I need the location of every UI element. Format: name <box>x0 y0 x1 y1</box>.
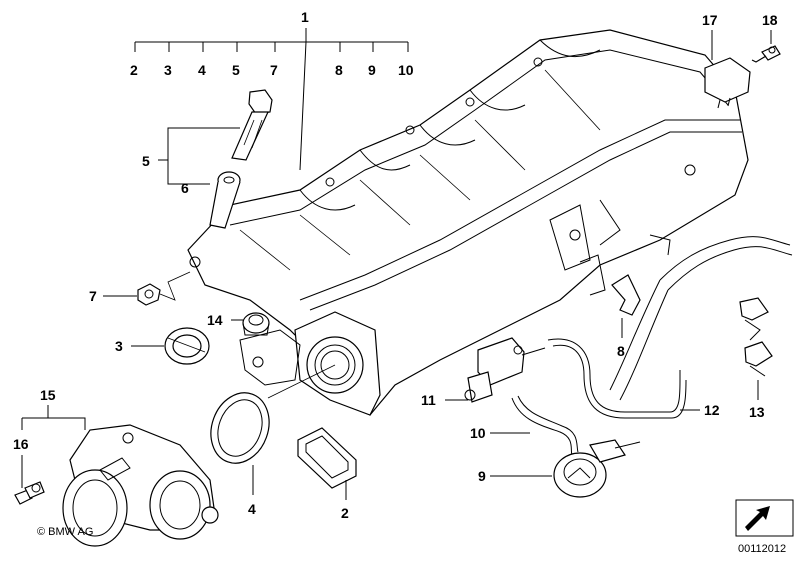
pressure-converter-part-11 <box>464 337 546 403</box>
cable-harness <box>609 236 793 401</box>
callout-12: 12 <box>704 402 720 418</box>
gasket-part-2 <box>297 427 357 489</box>
throttle-body-part-15 <box>62 424 219 547</box>
callout-7-nut: 7 <box>89 288 97 304</box>
hose-part-10 <box>511 395 579 456</box>
clip-part-8 <box>579 254 641 316</box>
copyright-mark: © BMW AG <box>37 526 93 538</box>
grommet-part-14 <box>242 312 270 336</box>
callout-numbers: 1 2 3 4 5 7 8 9 10 5 6 7 3 14 15 16 4 2 … <box>13 9 778 521</box>
bolt-part-5 <box>231 89 273 161</box>
intake-manifold <box>187 29 749 416</box>
image-code: 00112012 <box>738 543 786 555</box>
callout-2-gasket: 2 <box>341 505 349 521</box>
screw-part-18 <box>751 45 781 63</box>
callout-3-ring: 3 <box>115 338 123 354</box>
reference-box: 00112012 <box>735 499 794 555</box>
callout-16: 16 <box>13 436 29 452</box>
callout-4-top: 4 <box>198 62 206 78</box>
nut-part-7 <box>137 271 191 306</box>
callout-10-top: 10 <box>398 62 414 78</box>
gasket-part-4 <box>210 364 336 464</box>
seal-ring-part-3 <box>164 327 210 365</box>
clip-part-13 <box>739 297 773 377</box>
arrow-icon <box>745 506 770 531</box>
callout-8-top: 8 <box>335 62 343 78</box>
callout-13: 13 <box>749 404 765 420</box>
callout-5-bolt: 5 <box>142 153 150 169</box>
callout-7-top: 7 <box>270 62 278 78</box>
callout-9-top: 9 <box>368 62 376 78</box>
callout-15: 15 <box>40 387 56 403</box>
callout-1: 1 <box>301 9 309 25</box>
callout-14: 14 <box>207 312 223 328</box>
callout-10-hose: 10 <box>470 425 486 441</box>
callout-3-top: 3 <box>164 62 172 78</box>
vacuum-unit-part-9 <box>553 439 641 498</box>
callout-11: 11 <box>421 392 436 408</box>
screw-part-16 <box>14 481 45 505</box>
leader-lines <box>21 28 772 500</box>
callout-2-top: 2 <box>130 62 138 78</box>
callout-8-clip: 8 <box>617 343 625 359</box>
callout-5-top: 5 <box>232 62 240 78</box>
callout-9-valve: 9 <box>478 468 486 484</box>
sensor-part-17 <box>704 57 751 109</box>
callout-6: 6 <box>181 180 189 196</box>
copyright-text: © BMW AG <box>37 526 93 538</box>
hose-part-12 <box>547 338 687 419</box>
sleeve-part-6 <box>209 171 241 229</box>
callout-18: 18 <box>762 12 778 28</box>
callout-4-gasket: 4 <box>248 501 256 517</box>
callout-17: 17 <box>702 12 718 28</box>
